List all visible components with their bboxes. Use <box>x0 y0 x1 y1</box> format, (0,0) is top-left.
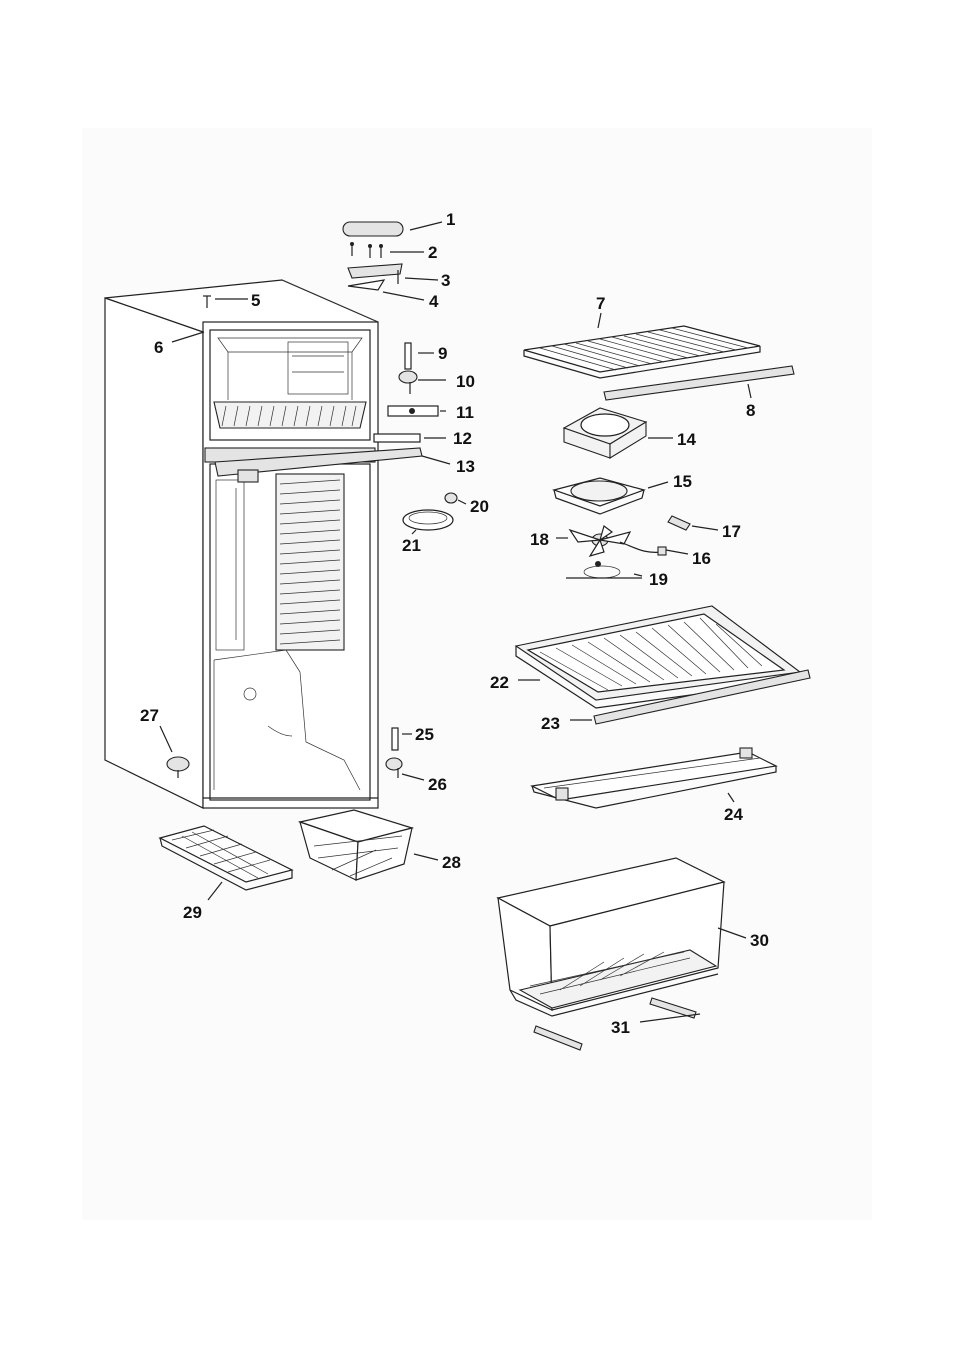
part-7-wire-rack <box>523 325 761 379</box>
callout-27: 27 <box>140 706 159 725</box>
callout-13: 13 <box>456 457 475 476</box>
part-3-bracket <box>347 263 403 279</box>
part-26-lower-hinge <box>385 757 403 778</box>
part-29-ice-tray <box>158 825 294 891</box>
part-25-pin <box>391 727 399 751</box>
callout-8: 8 <box>746 401 755 420</box>
callout-25: 25 <box>415 725 434 744</box>
part-23-shelf-trim <box>593 669 811 725</box>
part-11-control-bracket <box>387 405 439 417</box>
callout-24: 24 <box>724 805 743 824</box>
callout-12: 12 <box>453 429 472 448</box>
leader-lines <box>159 221 752 1023</box>
callout-14: 14 <box>677 430 696 449</box>
part-28-storage-basket <box>297 809 415 881</box>
part-12-strip <box>373 433 421 443</box>
callout-26: 26 <box>428 775 447 794</box>
part-31-runners <box>533 997 697 1051</box>
part-17-connector <box>667 515 691 531</box>
top-control-parts <box>203 221 404 308</box>
part-16-wire <box>619 541 663 553</box>
part-27-leveling-foot <box>166 756 190 778</box>
callout-18: 18 <box>530 530 549 549</box>
fan-motor-parts <box>566 515 691 579</box>
part-24-crisper-cover <box>530 747 778 809</box>
callout-7: 7 <box>596 294 605 313</box>
refrigerator-cabinet <box>104 279 379 809</box>
callout-21: 21 <box>402 536 421 555</box>
callout-22: 22 <box>490 673 509 692</box>
part-8-shelf-trim <box>603 365 795 401</box>
callout-17: 17 <box>722 522 741 541</box>
freezer-compartment <box>209 329 371 441</box>
part-4-clip <box>347 279 386 291</box>
part-22-shelf <box>514 605 802 709</box>
part-21-lamp-cover <box>402 509 454 531</box>
lamp-parts <box>402 492 458 531</box>
callout-1: 1 <box>446 210 455 229</box>
callout-2: 2 <box>428 243 437 262</box>
part-14-fan-housing-foam <box>562 407 648 459</box>
callout-30: 30 <box>750 931 769 950</box>
lower-hinge-parts <box>166 727 403 778</box>
part-19-motor-bracket <box>566 561 642 579</box>
callout-4: 4 <box>429 292 439 311</box>
callout-numbers: 1 2 3 4 5 6 7 8 9 10 11 12 13 14 15 16 1… <box>140 210 769 1037</box>
part-5-screw <box>203 295 211 308</box>
fresh-food-compartment <box>209 463 371 801</box>
part-30-crisper-drawer <box>496 857 726 1017</box>
cabinet-left-side <box>104 297 204 809</box>
callout-11: 11 <box>456 403 474 422</box>
callout-5: 5 <box>251 291 260 310</box>
callout-3: 3 <box>441 271 450 290</box>
part-9-pin <box>404 342 412 370</box>
callout-9: 9 <box>438 344 447 363</box>
callout-19: 19 <box>649 570 668 589</box>
part-20-bulb <box>444 492 458 504</box>
callout-15: 15 <box>673 472 692 491</box>
callout-10: 10 <box>456 372 475 391</box>
callout-6: 6 <box>154 338 163 357</box>
callout-28: 28 <box>442 853 461 872</box>
callout-20: 20 <box>470 497 489 516</box>
callout-31: 31 <box>611 1018 630 1037</box>
callout-29: 29 <box>183 903 202 922</box>
part-15-fan-shroud <box>551 477 646 515</box>
part-18-fan-blade <box>568 524 632 558</box>
part-1-knob-cover <box>342 221 404 237</box>
callout-16: 16 <box>692 549 711 568</box>
callout-23: 23 <box>541 714 560 733</box>
part-2-screws <box>350 242 383 258</box>
part-10-hinge <box>398 370 418 394</box>
